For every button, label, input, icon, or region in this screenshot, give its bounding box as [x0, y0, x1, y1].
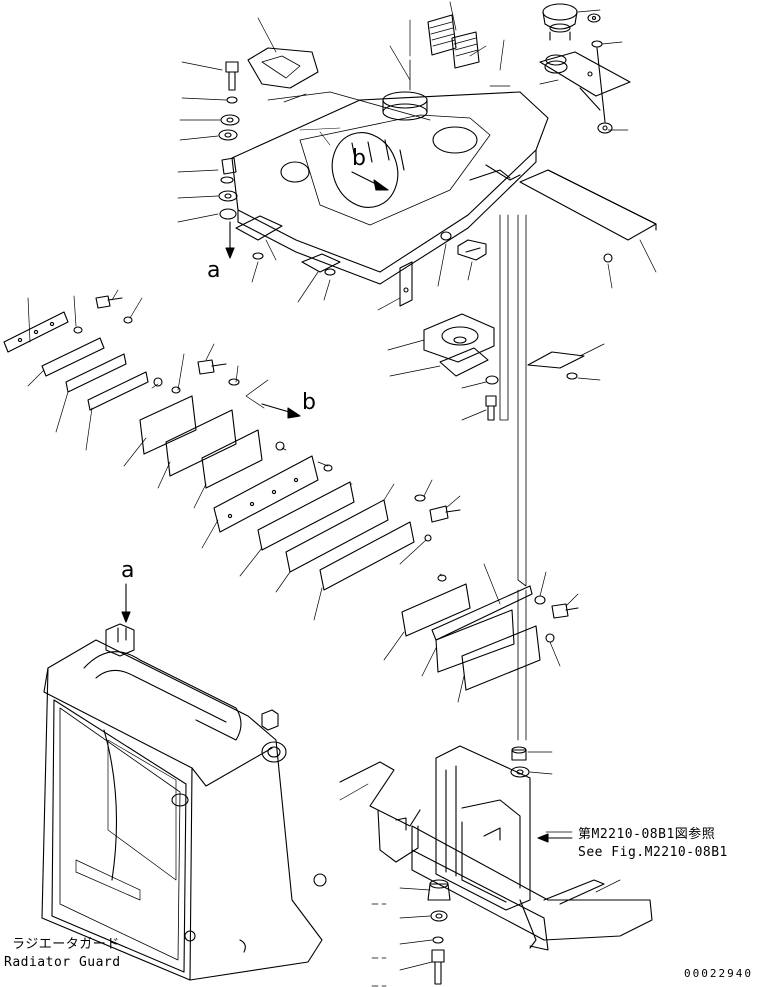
part-caption-ja: ラジエータガード	[12, 937, 120, 952]
small-plates	[235, 215, 487, 307]
filler-cap	[542, 3, 578, 41]
view-arrow-a-top	[225, 221, 235, 259]
base-fastener-stack	[427, 746, 530, 985]
view-arrow-b-middle	[261, 403, 301, 419]
dash-marks	[371, 903, 387, 987]
vent-plates	[427, 14, 480, 69]
radiator-guard	[41, 623, 327, 981]
drawing-code: 00022940	[684, 967, 753, 980]
part-caption-en: Radiator Guard	[4, 955, 121, 970]
view-marker-a-top: a	[207, 258, 221, 283]
left-bolt-stack	[218, 61, 240, 220]
leader-lines	[27, 1, 657, 971]
connector-lines	[267, 59, 527, 741]
reference-note-ja: 第M2210-08B1図参照	[578, 827, 716, 842]
top-frame-plate	[231, 91, 549, 285]
view-arrow-a-bottom	[121, 583, 131, 623]
reference-arrow	[537, 833, 573, 843]
view-marker-a-bottom: a	[121, 558, 135, 583]
seal-strip-set-1	[3, 295, 163, 411]
view-arrow-b-top	[351, 171, 389, 191]
view-marker-b-top: b	[352, 146, 366, 171]
cap-bracket	[539, 51, 631, 97]
seal-strip-set-3	[213, 455, 461, 591]
seal-strip-set-4	[401, 574, 579, 691]
reference-note-en: See Fig.M2210-08B1	[578, 845, 728, 860]
seal-strip-set-2	[139, 359, 285, 489]
view-marker-b-middle: b	[302, 390, 316, 415]
top-cover-piece	[247, 47, 319, 89]
small-washers-top-right	[579, 13, 613, 134]
mounting-pad	[423, 313, 499, 421]
base-frame	[339, 745, 653, 951]
right-side-plates	[519, 169, 657, 380]
duct-ring	[382, 91, 428, 121]
